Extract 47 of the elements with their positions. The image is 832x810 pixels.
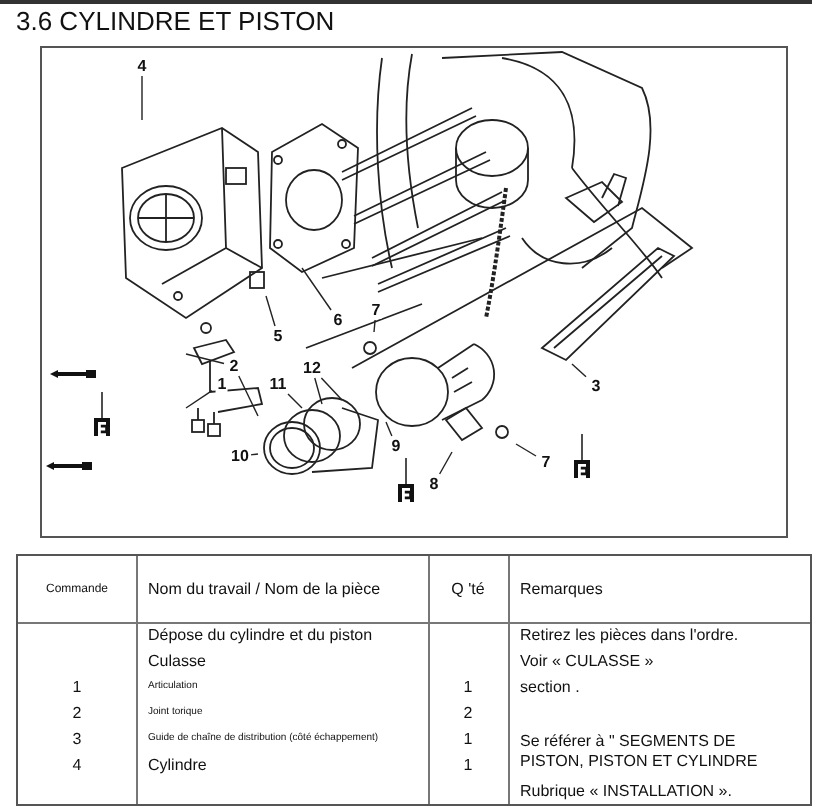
column-header: Remarques <box>518 579 605 599</box>
callout-number: 10 <box>229 447 251 465</box>
table-cell-text: section . <box>518 677 582 697</box>
leader-line <box>141 75 143 121</box>
leader-line <box>287 393 303 409</box>
table-cell-text: Retirez les pièces dans l'ordre. <box>518 625 741 645</box>
callout-number: 11 <box>267 375 289 393</box>
leader-line <box>438 451 453 475</box>
leader-line <box>320 377 343 401</box>
leader-line <box>515 443 537 457</box>
column-header: Q 'té <box>449 579 487 599</box>
leader-line <box>265 295 276 327</box>
leader-line <box>185 389 213 409</box>
column-header: Nom du travail / Nom de la pièce <box>146 579 383 599</box>
callout-number: 8 <box>427 475 441 493</box>
callout-number: 3 <box>589 377 603 395</box>
callout-number: 4 <box>135 57 149 75</box>
table-cell-text: 1 <box>461 729 475 749</box>
table-cell-text: 2 <box>461 703 475 723</box>
callout-number: 9 <box>389 437 403 455</box>
table-cell-text: 1 <box>461 755 475 775</box>
leader-line <box>385 421 393 437</box>
section-title: 3.6 CYLINDRE ET PISTON <box>16 6 335 36</box>
leader-line <box>301 267 332 311</box>
leader-line <box>314 377 323 405</box>
leader-line <box>373 319 376 333</box>
table-cell-text: 2 <box>70 703 84 723</box>
callout-number: 12 <box>301 359 323 377</box>
table-cell-text: 4 <box>70 755 84 775</box>
leader-line <box>571 363 587 378</box>
leader-line <box>238 375 259 417</box>
callout-number: 2 <box>227 357 241 375</box>
table-cell-text: 3 <box>70 729 84 749</box>
table-cell-text: Voir « CULASSE » <box>518 651 656 671</box>
leader-line <box>185 353 225 365</box>
table-cell-text: Cylindre <box>146 755 209 775</box>
callout-number: 1 <box>215 375 229 393</box>
table-cell-text: Rubrique « INSTALLATION ». <box>518 781 734 801</box>
callout-number: 5 <box>271 327 285 345</box>
table-cell-text: Dépose du cylindre et du piston <box>146 625 375 645</box>
table-cell-text: Se référer à " SEGMENTS DE PISTON, PISTON ET CYLINDRE <box>518 732 760 772</box>
table-cell-text: 1 <box>70 677 84 697</box>
callout-number: 6 <box>331 311 345 329</box>
table-cell-text: Culasse <box>146 651 208 671</box>
callout-number: 7 <box>539 453 553 471</box>
callout-number: 7 <box>369 301 383 319</box>
table-cell-text: 1 <box>461 677 475 697</box>
